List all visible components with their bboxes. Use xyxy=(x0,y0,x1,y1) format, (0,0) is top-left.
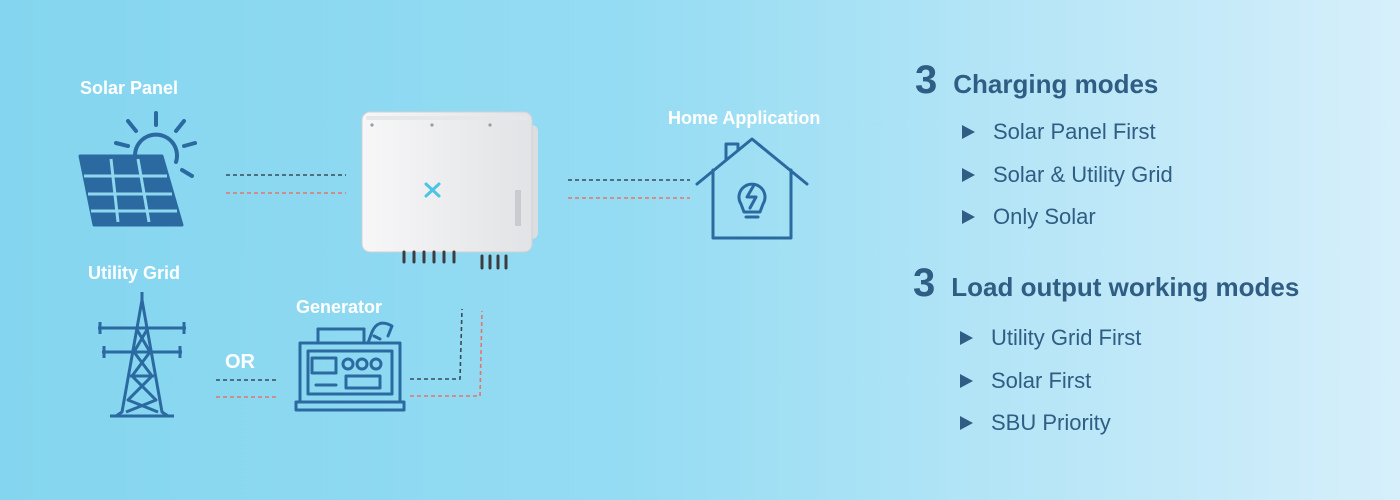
play-arrow-icon xyxy=(960,416,973,431)
label-or: OR xyxy=(225,351,255,373)
charging-modes-title: Charging modes xyxy=(953,69,1159,99)
house-bulb-icon xyxy=(695,137,809,240)
play-arrow-icon xyxy=(960,373,973,388)
inverter-logo-icon xyxy=(424,182,441,198)
play-arrow-icon xyxy=(960,331,973,346)
list-item: Utility Grid First xyxy=(960,317,1141,360)
generator-link-red xyxy=(410,310,483,397)
play-arrow-icon xyxy=(962,210,975,225)
list-item: SBU Priority xyxy=(960,402,1141,445)
list-item: Only Solar xyxy=(962,196,1173,239)
charging-modes-list: Solar Panel First Solar & Utility Grid O… xyxy=(962,111,1173,239)
list-item: Solar First xyxy=(960,360,1141,403)
list-item: Solar & Utility Grid xyxy=(962,154,1173,197)
label-generator: Generator xyxy=(296,297,383,317)
charging-modes-count: 3 xyxy=(915,58,938,102)
label-home-application: Home Application xyxy=(668,108,821,128)
load-output-modes-heading: 3 Load output working modes xyxy=(913,261,1299,306)
load-output-modes-list: Utility Grid First Solar First SBU Prior… xyxy=(960,317,1141,445)
label-utility-grid: Utility Grid xyxy=(88,263,181,283)
play-arrow-icon xyxy=(962,125,975,140)
generator-icon xyxy=(294,321,406,412)
list-item: Solar Panel First xyxy=(962,111,1173,154)
generator-link-dark xyxy=(410,308,463,380)
connection-lines xyxy=(216,174,690,398)
power-tower-icon xyxy=(98,292,186,418)
solar-panel-icon xyxy=(78,154,184,227)
inverter-device xyxy=(361,111,538,270)
sun-icon xyxy=(114,111,197,178)
label-solar-panel: Solar Panel xyxy=(80,78,179,98)
energy-system-diagram xyxy=(78,111,809,418)
play-arrow-icon xyxy=(962,167,975,182)
load-output-modes-title: Load output working modes xyxy=(951,272,1300,302)
load-output-modes-count: 3 xyxy=(913,261,936,305)
charging-modes-heading: 3 Charging modes xyxy=(915,58,1158,103)
